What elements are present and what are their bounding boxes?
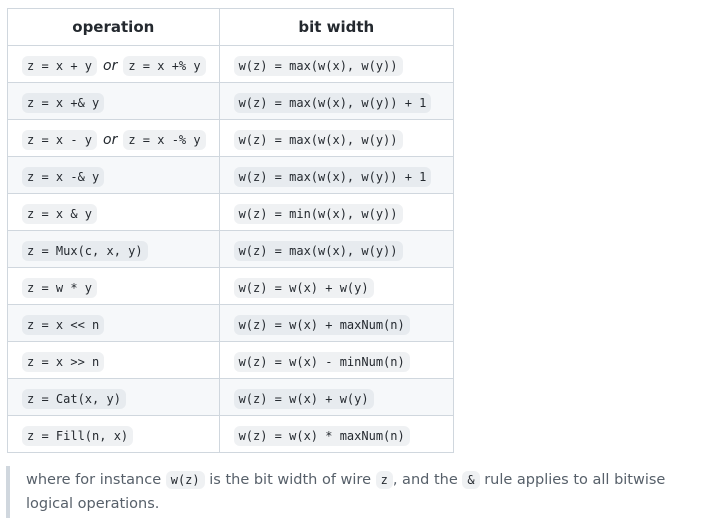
operation-code: z = x << n [22,314,105,335]
table-row: z = w * y w(z) = w(x) + w(y) [7,267,455,305]
bit-width-cell: w(z) = w(x) + maxNum(n) [218,304,455,342]
table-row: z = Fill(n, x) w(z) = w(x) * maxNum(n) [7,415,455,453]
table-row: z = x + y or z = x +% y w(z) = max(w(x), w(… [7,45,455,83]
bit-width-cell: w(z) = max(w(x), w(y)) [218,230,455,268]
note-code-wz: w(z) [165,471,205,489]
note-text: is the bit width of wire [209,472,371,488]
bit-width-cell: w(z) = max(w(x), w(y)) [218,45,455,83]
bit-width-code: w(z) = w(x) * maxNum(n) [233,425,410,446]
note-text: where for instance [26,472,162,488]
or-text: or [103,131,118,148]
operation-cell: z = x & y [7,193,220,231]
note-text: rule applies to all bitwise logical oper… [26,472,666,512]
bit-width-code: w(z) = max(w(x), w(y)) [233,240,403,261]
bit-width-code: w(z) = max(w(x), w(y)) + 1 [233,92,432,113]
bit-width-code: w(z) = w(x) - minNum(n) [233,351,410,372]
operation-code: z = x & y [22,203,98,224]
table-row: z = x & y w(z) = min(w(x), w(y)) [7,193,455,231]
bit-width-cell: w(z) = max(w(x), w(y)) [218,119,455,157]
operation-cell: z = x +& y [7,82,220,120]
bit-width-code: w(z) = max(w(x), w(y)) + 1 [233,166,432,187]
table-row: z = Mux(c, x, y) w(z) = max(w(x), w(y)) [7,230,455,268]
operation-cell: z = Fill(n, x) [7,415,220,453]
or-text: or [103,57,118,74]
operation-code: z = Cat(x, y) [22,388,126,409]
table-row: z = x << n w(z) = w(x) + maxNum(n) [7,304,455,342]
operation-cell: z = Mux(c, x, y) [7,230,220,268]
bit-width-code: w(z) = w(x) + w(y) [233,277,374,298]
header-operation: operation [7,8,220,46]
header-bit-width: bit width [218,8,455,46]
bit-width-cell: w(z) = w(x) - minNum(n) [218,341,455,379]
bit-width-table: operation bit width z = x + y or z = x +% … [7,8,455,453]
bit-width-cell: w(z) = w(x) * maxNum(n) [218,415,455,453]
note-code-z: z [375,471,393,489]
bit-width-code: w(z) = min(w(x), w(y)) [233,203,403,224]
operation-cell: z = x >> n [7,341,220,379]
note-text: , and the [392,472,458,488]
table-row: z = x - y or z = x -% y w(z) = max(w(x), w(… [7,119,455,157]
operation-cell: z = Cat(x, y) [7,378,220,416]
table-header-row: operation bit width [7,8,455,46]
operation-code: z = x + y [22,55,98,76]
table-row: z = Cat(x, y) w(z) = w(x) + w(y) [7,378,455,416]
operation-cell: z = x << n [7,304,220,342]
operation-code: z = x - y [22,129,98,150]
table-row: z = x >> n w(z) = w(x) - minNum(n) [7,341,455,379]
operation-code: z = Fill(n, x) [22,425,134,446]
note-blockquote: where for instance w(z) is the bit width… [6,466,706,518]
operation-code: z = x -& y [22,166,105,187]
operation-cell: z = w * y [7,267,220,305]
operation-code: z = x +% y [123,55,206,76]
bit-width-cell: w(z) = min(w(x), w(y)) [218,193,455,231]
bit-width-cell: w(z) = w(x) + w(y) [218,267,455,305]
bit-width-code: w(z) = w(x) + maxNum(n) [233,314,410,335]
bit-width-code: w(z) = w(x) + w(y) [233,388,374,409]
table-row: z = x -& y w(z) = max(w(x), w(y)) + 1 [7,156,455,194]
operation-code: z = Mux(c, x, y) [22,240,148,261]
bit-width-code: w(z) = max(w(x), w(y)) [233,55,403,76]
bit-width-cell: w(z) = max(w(x), w(y)) + 1 [218,156,455,194]
bit-width-cell: w(z) = w(x) + w(y) [218,378,455,416]
note-code-amp: & [462,471,480,489]
operation-code: z = x -% y [123,129,206,150]
bit-width-code: w(z) = max(w(x), w(y)) [233,129,403,150]
bit-width-cell: w(z) = max(w(x), w(y)) + 1 [218,82,455,120]
table-row: z = x +& y w(z) = max(w(x), w(y)) + 1 [7,82,455,120]
operation-cell: z = x -& y [7,156,220,194]
operation-code: z = x +& y [22,92,105,113]
operation-cell: z = x + y or z = x +% y [7,45,220,83]
operation-cell: z = x - y or z = x -% y [7,119,220,157]
operation-code: z = w * y [22,277,98,298]
operation-code: z = x >> n [22,351,105,372]
